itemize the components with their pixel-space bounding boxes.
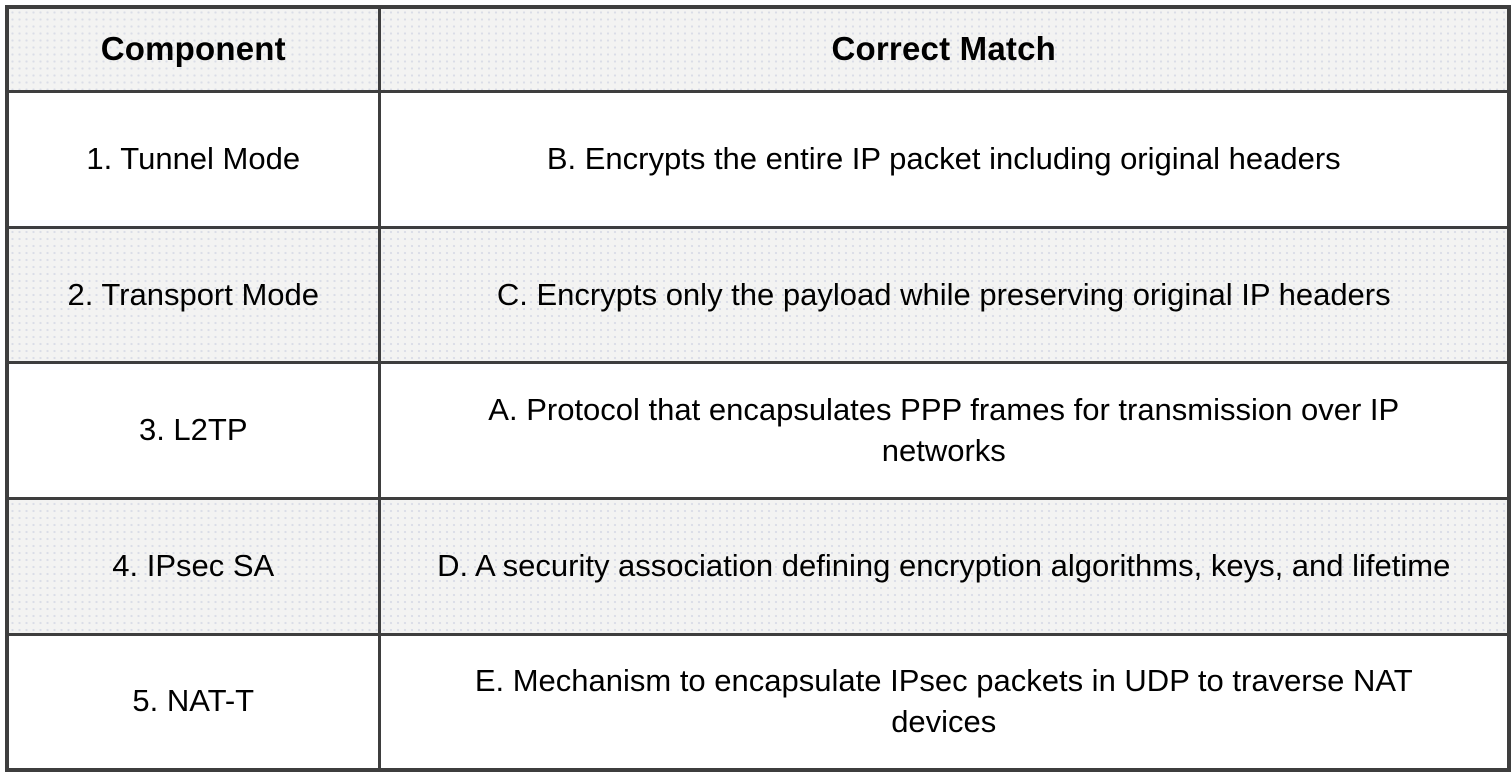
component-cell: 1. Tunnel Mode: [5, 89, 381, 229]
matching-table: Component Correct Match 1. Tunnel Mode B…: [5, 4, 1511, 772]
column-header-component: Component: [5, 4, 381, 93]
match-cell: D. A security association defining encry…: [377, 497, 1511, 636]
table-row: 5. NAT-T E. Mechanism to encapsulate IPs…: [5, 632, 1511, 772]
table-row: 3. L2TP A. Protocol that encapsulates PP…: [5, 361, 1511, 501]
table-row: 4. IPsec SA D. A security association de…: [5, 497, 1511, 636]
table-header-row: Component Correct Match: [5, 4, 1511, 93]
column-header-correct-match: Correct Match: [377, 4, 1511, 93]
component-cell: 4. IPsec SA: [5, 497, 381, 636]
match-cell: B. Encrypts the entire IP packet includi…: [377, 89, 1511, 229]
match-cell: E. Mechanism to encapsulate IPsec packet…: [377, 632, 1511, 772]
match-cell: A. Protocol that encapsulates PPP frames…: [377, 361, 1511, 501]
table-row: 2. Transport Mode C. Encrypts only the p…: [5, 225, 1511, 365]
match-cell: C. Encrypts only the payload while prese…: [377, 225, 1511, 365]
component-cell: 3. L2TP: [5, 361, 381, 501]
table-row: 1. Tunnel Mode B. Encrypts the entire IP…: [5, 89, 1511, 229]
component-cell: 5. NAT-T: [5, 632, 381, 772]
component-cell: 2. Transport Mode: [5, 225, 381, 365]
